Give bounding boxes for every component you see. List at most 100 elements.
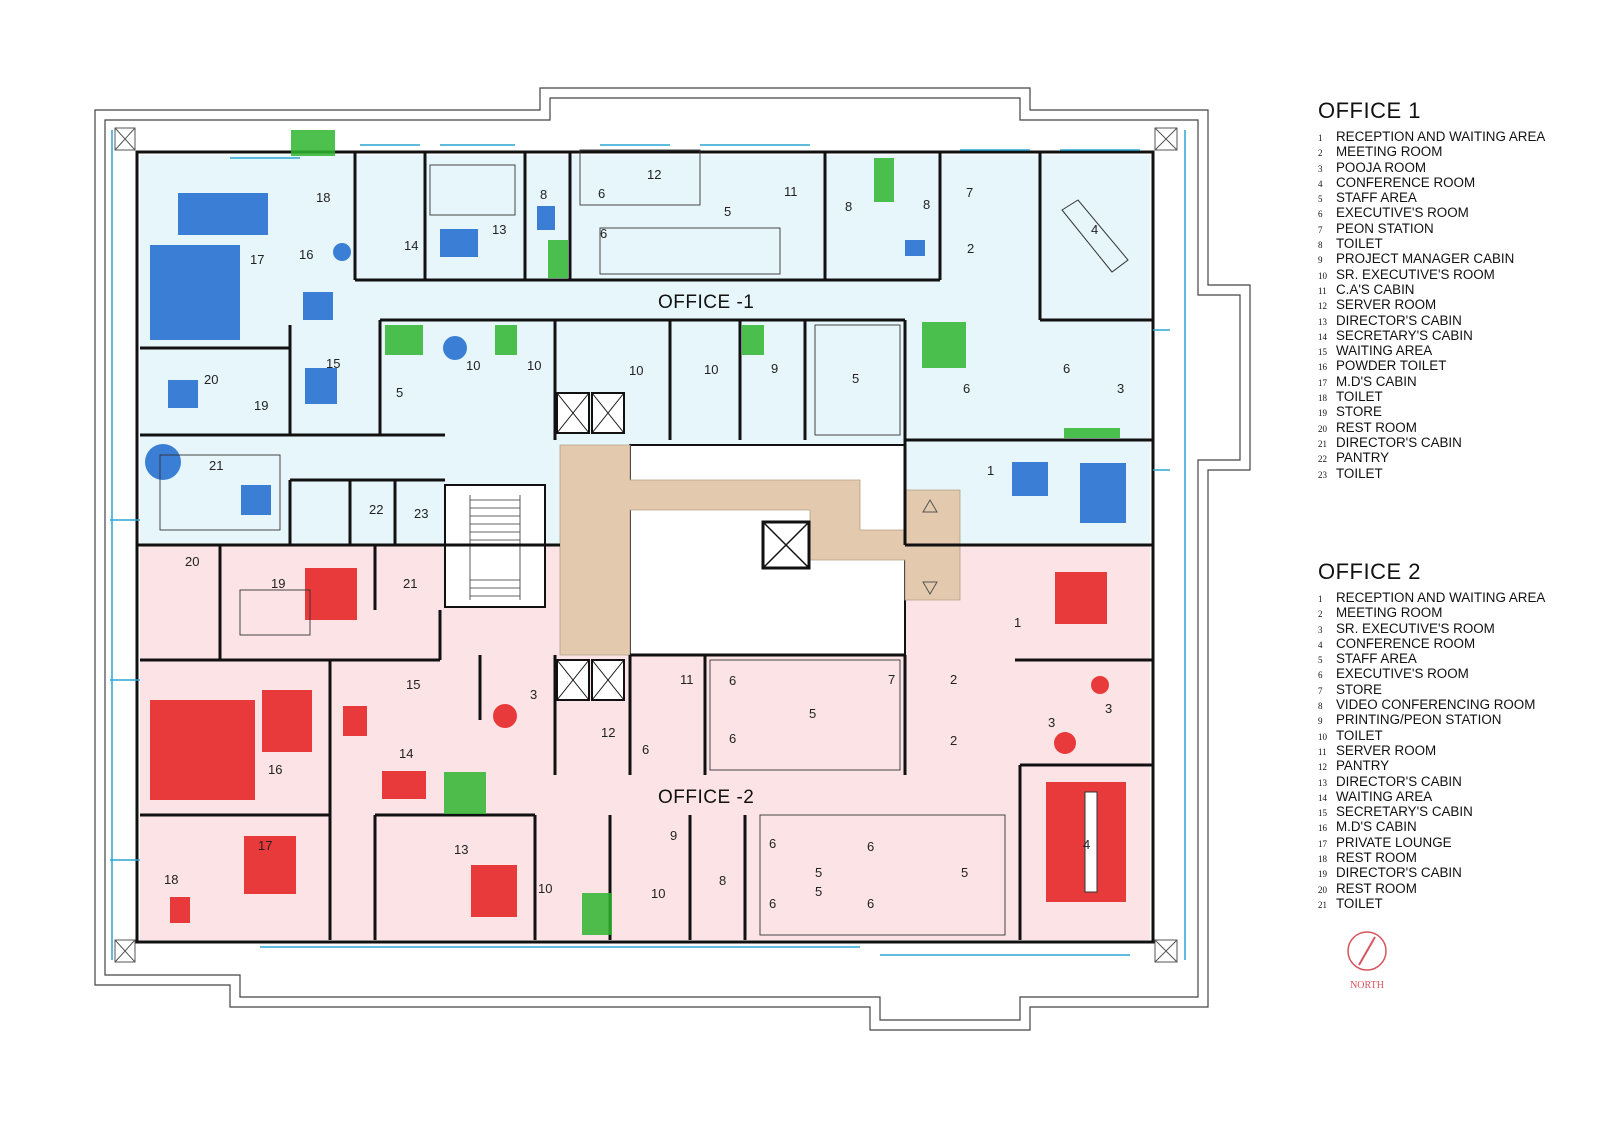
legend-item-number: 5 bbox=[1318, 194, 1323, 205]
room-number: 22 bbox=[369, 502, 383, 517]
room-number: 6 bbox=[867, 896, 874, 911]
room-number: 5 bbox=[809, 706, 816, 721]
legend-item-number: 19 bbox=[1318, 869, 1327, 880]
legend-item-number: 16 bbox=[1318, 823, 1327, 834]
windows bbox=[110, 130, 1186, 960]
legend-item-label: WAITING AREA bbox=[1336, 343, 1433, 359]
legend-item-number: 13 bbox=[1318, 777, 1327, 788]
room-number: 6 bbox=[1063, 361, 1070, 376]
legend-item-label: SERVER ROOM bbox=[1336, 297, 1437, 313]
room-number: 5 bbox=[396, 385, 403, 400]
legend-item-label: STORE bbox=[1336, 404, 1382, 420]
legend-item-label: REST ROOM bbox=[1336, 880, 1417, 896]
room-number: 13 bbox=[492, 222, 506, 237]
room-number: 6 bbox=[642, 742, 649, 757]
workstations bbox=[159, 149, 1006, 936]
room-number: 8 bbox=[719, 873, 726, 888]
room-number: 6 bbox=[598, 186, 605, 201]
room-number: 9 bbox=[771, 361, 778, 376]
legend-item-label: TOILET bbox=[1336, 895, 1383, 911]
room-number: 20 bbox=[185, 554, 199, 569]
room-number: 5 bbox=[852, 371, 859, 386]
legend-item-label: REST ROOM bbox=[1336, 850, 1417, 866]
room-number: 3 bbox=[1117, 381, 1124, 396]
office-1-furnishings bbox=[145, 193, 1126, 523]
corner-columns bbox=[114, 127, 1178, 963]
room-number: 1 bbox=[987, 463, 994, 478]
room-number: 6 bbox=[729, 731, 736, 746]
planters bbox=[291, 130, 1120, 935]
legend-item-number: 21 bbox=[1318, 899, 1327, 910]
legend-item-number: 12 bbox=[1318, 301, 1327, 312]
room-number: 10 bbox=[704, 362, 718, 377]
legend-item-number: 7 bbox=[1318, 224, 1323, 235]
room-number: 2 bbox=[967, 241, 974, 256]
legend-item-number: 3 bbox=[1318, 163, 1323, 174]
legend-item-label: EXECUTIVE'S ROOM bbox=[1336, 666, 1469, 682]
room-number: 3 bbox=[1105, 701, 1112, 716]
legend-item-label: STAFF AREA bbox=[1336, 651, 1417, 667]
legend-item-label: TOILET bbox=[1336, 389, 1383, 405]
legend-item-number: 2 bbox=[1318, 148, 1323, 159]
room-number: 14 bbox=[399, 746, 413, 761]
office-2-label: OFFICE -2 bbox=[658, 787, 754, 808]
room-number: 5 bbox=[961, 865, 968, 880]
room-number: 6 bbox=[963, 381, 970, 396]
room-number: 19 bbox=[254, 398, 268, 413]
room-number: 8 bbox=[540, 187, 547, 202]
room-number: 6 bbox=[729, 673, 736, 688]
room-number: 7 bbox=[966, 185, 973, 200]
legend-item-label: WAITING AREA bbox=[1336, 788, 1433, 804]
room-number: 2 bbox=[950, 672, 957, 687]
room-number: 8 bbox=[845, 199, 852, 214]
legend-item-number: 6 bbox=[1318, 209, 1323, 220]
legend-item-label: EXECUTIVE'S ROOM bbox=[1336, 205, 1469, 221]
legend-item-number: 1 bbox=[1318, 133, 1323, 143]
legend-item-number: 9 bbox=[1318, 255, 1323, 266]
north-arrow-icon bbox=[1347, 931, 1387, 971]
room-number: 5 bbox=[815, 865, 822, 880]
room-number: 11 bbox=[784, 184, 798, 199]
room-number: 23 bbox=[414, 506, 428, 521]
office-1-room-numbers: 17 18 16 14 13 8 12 6 6 5 11 8 8 7 2 4 5… bbox=[204, 167, 1124, 521]
legend-item-number: 11 bbox=[1318, 285, 1327, 296]
room-number: 5 bbox=[724, 204, 731, 219]
legend-item-number: 1 bbox=[1318, 594, 1323, 604]
legend-item-label: DIRECTOR'S CABIN bbox=[1336, 312, 1462, 328]
room-number: 16 bbox=[299, 247, 313, 262]
legend-item-number: 10 bbox=[1318, 270, 1327, 281]
legend-item-label: DIRECTOR'S CABIN bbox=[1336, 865, 1462, 881]
legend-item-label: SECRETARY'S CABIN bbox=[1336, 327, 1473, 343]
legend-item-label: STORE bbox=[1336, 681, 1382, 697]
room-number: 11 bbox=[680, 672, 694, 687]
legend-item-number: 20 bbox=[1318, 423, 1327, 434]
room-number: 18 bbox=[316, 190, 330, 205]
legend-item-label: TOILET bbox=[1336, 465, 1383, 481]
legend-item-number: 4 bbox=[1318, 639, 1323, 650]
room-number: 10 bbox=[629, 363, 643, 378]
legend-item-label: TOILET bbox=[1336, 236, 1383, 252]
legend-item-label: REST ROOM bbox=[1336, 419, 1417, 435]
legend-item-label: SECRETARY'S CABIN bbox=[1336, 804, 1473, 820]
office-2-room-numbers: 20 19 21 1 16 15 14 3 12 11 6 6 6 5 7 2 … bbox=[164, 554, 1112, 911]
